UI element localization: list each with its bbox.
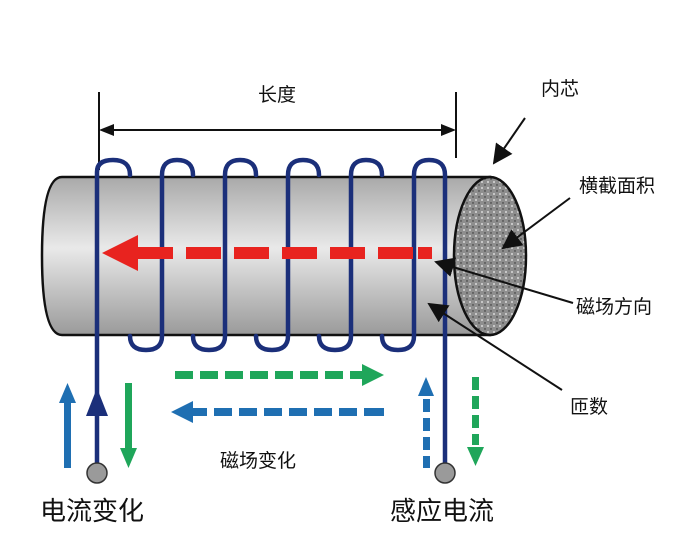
current-change-label: 电流变化 xyxy=(40,497,145,527)
field-direction-arrow xyxy=(102,235,432,271)
field-change-label: 磁场变化 xyxy=(220,450,297,472)
cross-section-label: 横截面积 xyxy=(579,175,656,197)
leader-lines xyxy=(427,117,574,391)
length-label: 长度 xyxy=(258,84,297,106)
left-terminal xyxy=(86,462,108,484)
induced-current-label: 感应电流 xyxy=(390,497,495,527)
cross-section-face xyxy=(452,175,528,337)
induced-down-green-arrow xyxy=(467,377,484,466)
coil-current-arrowhead xyxy=(86,388,108,416)
field-change-green-arrow xyxy=(175,364,384,386)
field-direction-label: 磁场方向 xyxy=(576,296,653,318)
current-up-blue-arrow xyxy=(59,383,76,468)
length-dimension xyxy=(98,92,457,170)
induced-up-blue-arrow xyxy=(418,377,434,468)
core-label: 内芯 xyxy=(541,78,580,100)
current-down-green-arrow xyxy=(120,383,137,468)
right-terminal xyxy=(434,462,456,484)
turns-label: 匝数 xyxy=(570,396,609,418)
field-change-blue-arrow xyxy=(171,401,384,423)
